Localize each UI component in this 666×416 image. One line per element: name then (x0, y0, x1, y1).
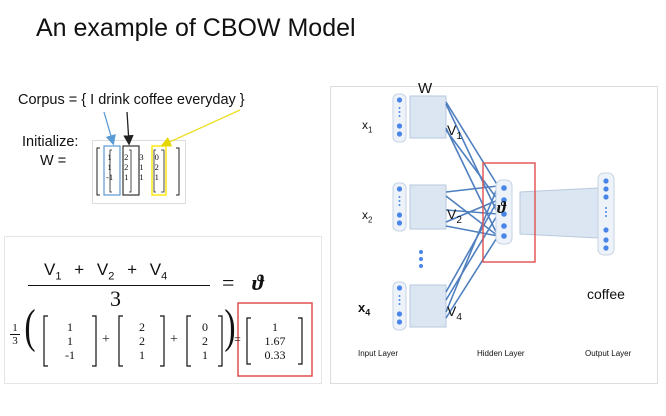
equation-panel (4, 236, 322, 384)
weight-label-v4: V4 (447, 303, 462, 323)
output-layer-label: Output Layer (585, 349, 632, 358)
term-v2: V2 (96, 260, 115, 283)
input-label-x2: x2 (362, 208, 373, 225)
term-v4: V4 (149, 260, 168, 283)
fraction-numerator: V1 + V2 + V4 (44, 260, 167, 282)
initialize-label: Initialize: (22, 134, 79, 150)
equals-sign: = (234, 332, 241, 346)
weight-label-v1: V1 (447, 122, 462, 142)
plus-sign: + (127, 260, 138, 279)
matrix-cell: -1 (106, 172, 114, 182)
input-label-x4: x4 (358, 300, 371, 318)
output-word: coffee (587, 286, 625, 302)
matrix-cell: 1 (139, 172, 144, 182)
plus-sign: + (74, 260, 85, 279)
hidden-symbol: ϑ (497, 198, 506, 217)
matrix-cell: 3 (139, 152, 144, 162)
input-nodes (392, 93, 423, 331)
matrix-col-2: 2 2 1 (124, 152, 128, 182)
hidden-highlight-box (482, 162, 536, 263)
matrix-cell: 0 (154, 152, 159, 162)
matrix-cell: 1 (107, 152, 112, 162)
hidden-layer-label: Hidden Layer (477, 349, 525, 358)
corpus-text: Corpus = { I drink coffee everyday } (18, 92, 245, 108)
matrix-cell: 1 (154, 172, 159, 182)
hidden-nodes (495, 179, 513, 245)
weight-label-v2: V2 (447, 206, 462, 226)
fraction-denominator: 3 (110, 286, 121, 311)
w-matrix-4 (409, 284, 447, 328)
vector-brackets (43, 302, 313, 377)
arrow-blue (103, 111, 116, 146)
matrix-cell: 1 (139, 162, 144, 172)
one-third: 1 3 (10, 322, 20, 347)
highlight-col-blue (103, 145, 121, 196)
plus-sign: + (170, 332, 178, 347)
matrix-col-1: 1 1 -1 (106, 152, 113, 182)
w-matrix-2 (409, 184, 447, 230)
matrix-col-4: 0 2 1 (155, 152, 159, 182)
output-projection (519, 187, 599, 239)
plus-sign: + (102, 332, 110, 347)
result-symbol: ϑ (252, 270, 264, 295)
open-paren: ( (24, 300, 36, 353)
matrix-cell: 1 (107, 162, 112, 172)
highlight-col-yellow (151, 145, 167, 196)
matrix-brackets (96, 145, 180, 196)
close-paren: ) (224, 300, 236, 353)
network-w-label: W (418, 80, 433, 97)
matrix-col-3: 3 1 1 (139, 152, 143, 182)
arrow-black (123, 111, 134, 146)
matrix-cell: 1 (124, 172, 129, 182)
arrow-yellow (160, 109, 241, 147)
input-label-x1: x1 (362, 118, 373, 135)
output-nodes (597, 172, 615, 256)
slide-title: An example of CBOW Model (36, 14, 356, 42)
matrix-cell: 2 (124, 162, 129, 172)
w-equals-label: W = (40, 153, 67, 169)
connection-lines (445, 101, 499, 319)
matrix-cell: 2 (124, 152, 129, 162)
w-matrix-1 (409, 95, 447, 139)
fraction-bar (28, 285, 210, 286)
input-layer-label: Input Layer (358, 349, 399, 358)
highlight-col-black (122, 145, 140, 196)
matrix-cell: 2 (154, 162, 159, 172)
equals-sign: = (222, 270, 235, 295)
matrix-grid: 1 1 -1 2 2 1 3 1 1 0 2 1 (106, 152, 159, 182)
term-v1: V1 (44, 260, 62, 283)
result-highlight-box (237, 302, 313, 377)
